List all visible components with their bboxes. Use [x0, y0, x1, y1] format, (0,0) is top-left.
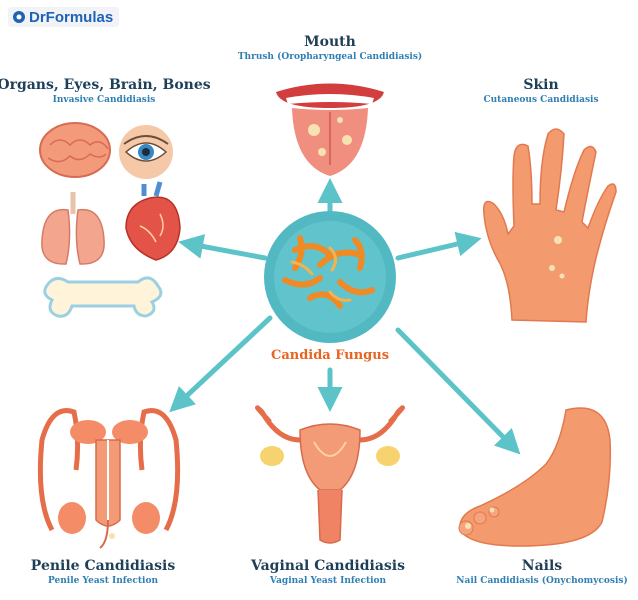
mouth-title: Mouth — [304, 34, 356, 50]
organs-illustration — [39, 122, 181, 318]
brain-icon — [39, 122, 111, 178]
skin-title: Skin — [523, 77, 559, 93]
penile-title: Penile Candidiasis — [30, 558, 176, 574]
arrows — [169, 177, 521, 455]
candida-fungus-illustration — [264, 211, 396, 343]
mouth-subtitle: Thrush (Oropharyngeal Candidiasis) — [237, 52, 423, 62]
dr-formulas-logo-icon — [13, 11, 25, 23]
organs-label-group: Organs, Eyes, Brain, Bones Invasive Cand… — [0, 77, 211, 105]
bone-icon — [43, 276, 163, 318]
arrow-to-penile — [169, 315, 273, 413]
mouth-label-group: Mouth Thrush (Oropharyngeal Candidiasis) — [238, 34, 422, 62]
foot-illustration — [458, 407, 612, 547]
vaginal-title: Vaginal Candidiasis — [251, 558, 405, 574]
arrow-to-organs — [178, 234, 268, 261]
arrow-to-nails — [395, 327, 521, 455]
logo[interactable]: DrFormulas — [8, 7, 120, 27]
male-reproductive-illustration — [37, 408, 181, 549]
penile-subtitle: Penile Yeast Infection — [47, 576, 159, 586]
candida-fungus-label: Candida Fungus — [270, 348, 390, 363]
lungs-icon — [41, 192, 105, 265]
vaginal-subtitle: Vaginal Yeast Infection — [269, 576, 387, 586]
mouth-illustration — [276, 83, 384, 176]
heart-icon — [125, 181, 181, 261]
skin-subtitle: Cutaneous Candidiasis — [483, 95, 599, 105]
vaginal-label-group: Vaginal Candidiasis Vaginal Yeast Infect… — [251, 558, 405, 586]
penile-label-group: Penile Candidiasis Penile Yeast Infectio… — [31, 558, 175, 586]
logo-text: DrFormulas — [29, 8, 114, 26]
nails-title: Nails — [521, 558, 563, 574]
organs-title: Organs, Eyes, Brain, Bones — [0, 77, 211, 93]
nails-label-group: Nails Nail Candidiasis (Onychomycosis) — [456, 558, 627, 586]
skin-label-group: Skin Cutaneous Candidiasis — [483, 77, 598, 105]
eye-icon — [119, 125, 173, 179]
nails-subtitle: Nail Candidiasis (Onychomycosis) — [456, 576, 628, 586]
arrow-to-skin — [395, 231, 482, 261]
organs-subtitle: Invasive Candidiasis — [52, 95, 156, 105]
hand-illustration — [482, 128, 617, 323]
female-reproductive-illustration — [255, 405, 405, 544]
